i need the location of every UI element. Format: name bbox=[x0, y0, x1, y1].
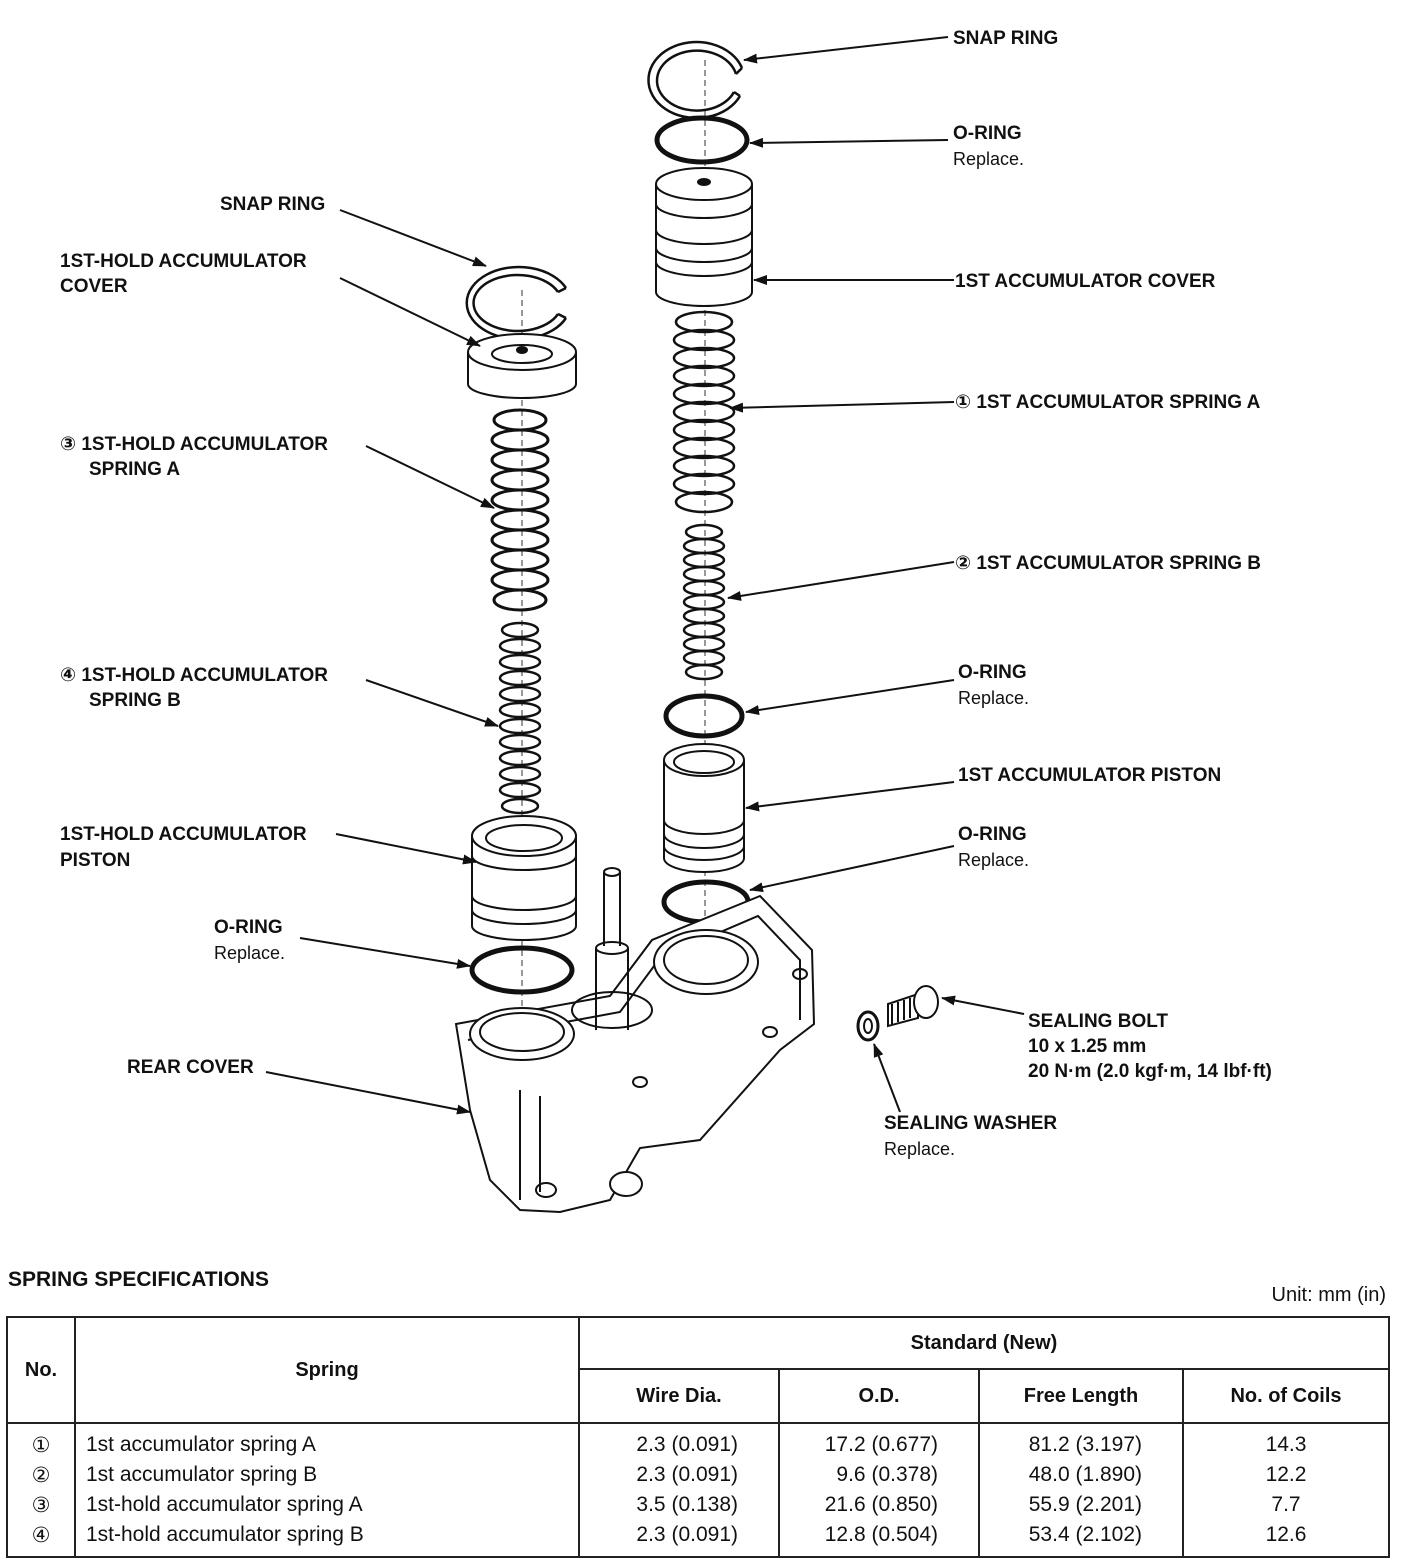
label-snap-ring-right: SNAP RING bbox=[953, 28, 1058, 49]
hold-accumulator-piston bbox=[471, 815, 577, 941]
row-wire: 3.5 (0.138) bbox=[578, 1490, 780, 1520]
row-spring: 1st-hold accumulator spring B bbox=[74, 1520, 580, 1558]
label-sealing-bolt-torque: 20 N·m (2.0 kgf·m, 14 lbf·ft) bbox=[1028, 1061, 1272, 1082]
row-free-length: 48.0 (1.890) bbox=[978, 1460, 1184, 1490]
o-ring-mid bbox=[663, 693, 745, 739]
label-hold-spring-b-line2: SPRING B bbox=[89, 690, 181, 711]
row-od: 21.6 (0.850) bbox=[778, 1490, 980, 1520]
first-spring-b bbox=[682, 523, 726, 681]
row-wire: 2.3 (0.091) bbox=[578, 1460, 780, 1490]
header-spring: Spring bbox=[74, 1316, 580, 1424]
label-first-spring-a: ① 1ST ACCUMULATOR SPRING A bbox=[955, 392, 1261, 413]
label-o-ring-low-note: Replace. bbox=[958, 850, 1029, 870]
spring-spec-unit: Unit: mm (in) bbox=[1271, 1284, 1386, 1306]
row-spring: 1st accumulator spring A bbox=[74, 1423, 580, 1460]
label-snap-ring-left: SNAP RING bbox=[220, 194, 325, 215]
header-coils: No. of Coils bbox=[1182, 1368, 1390, 1424]
sealing-bolt bbox=[887, 985, 939, 1028]
row-coils: 12.2 bbox=[1182, 1460, 1390, 1490]
hold-spring-a bbox=[490, 408, 550, 612]
row-wire: 2.3 (0.091) bbox=[578, 1520, 780, 1558]
o-ring-left bbox=[469, 945, 575, 995]
table-row: ① 1st accumulator spring A 2.3 (0.091) 1… bbox=[6, 1423, 1390, 1460]
label-first-spring-b: ② 1ST ACCUMULATOR SPRING B bbox=[955, 553, 1261, 574]
label-o-ring-top: O-RING bbox=[953, 123, 1022, 144]
label-hold-spring-b-line1: ④ 1ST-HOLD ACCUMULATOR bbox=[60, 665, 328, 686]
label-hold-cover-line2: COVER bbox=[60, 276, 128, 297]
row-spring: 1st accumulator spring B bbox=[74, 1460, 580, 1490]
label-first-piston: 1ST ACCUMULATOR PISTON bbox=[958, 765, 1221, 786]
label-sealing-washer: SEALING WASHER bbox=[884, 1113, 1057, 1134]
row-coils: 12.6 bbox=[1182, 1520, 1390, 1558]
table-row: ④ 1st-hold accumulator spring B 2.3 (0.0… bbox=[6, 1520, 1390, 1558]
label-hold-cover-line1: 1ST-HOLD ACCUMULATOR bbox=[60, 251, 307, 272]
row-wire: 2.3 (0.091) bbox=[578, 1423, 780, 1460]
spring-spec-title: SPRING SPECIFICATIONS bbox=[8, 1268, 269, 1291]
label-hold-piston-line2: PISTON bbox=[60, 850, 130, 871]
row-od: 17.2 (0.677) bbox=[778, 1423, 980, 1460]
label-hold-spring-a-line1: ③ 1ST-HOLD ACCUMULATOR bbox=[60, 434, 328, 455]
label-o-ring-top-note: Replace. bbox=[953, 149, 1024, 169]
leader-lines bbox=[265, 36, 1025, 1115]
label-o-ring-left: O-RING bbox=[214, 917, 283, 938]
label-first-cover: 1ST ACCUMULATOR COVER bbox=[955, 271, 1216, 292]
label-o-ring-left-note: Replace. bbox=[214, 943, 285, 963]
hold-accumulator-cover bbox=[467, 333, 577, 399]
label-o-ring-mid: O-RING bbox=[958, 662, 1027, 683]
table-row: ② 1st accumulator spring B 2.3 (0.091) 9… bbox=[6, 1460, 1390, 1490]
label-rear-cover: REAR COVER bbox=[127, 1057, 254, 1078]
row-no: ① bbox=[6, 1423, 76, 1460]
row-coils: 7.7 bbox=[1182, 1490, 1390, 1520]
row-od: 12.8 (0.504) bbox=[778, 1520, 980, 1558]
header-no: No. bbox=[6, 1316, 76, 1424]
label-o-ring-mid-note: Replace. bbox=[958, 688, 1029, 708]
header-free-length: Free Length bbox=[978, 1368, 1184, 1424]
label-hold-piston-line1: 1ST-HOLD ACCUMULATOR bbox=[60, 824, 307, 845]
row-free-length: 55.9 (2.201) bbox=[978, 1490, 1184, 1520]
header-standard: Standard (New) bbox=[578, 1316, 1390, 1370]
snap-ring-right bbox=[647, 40, 744, 120]
table-row: ③ 1st-hold accumulator spring A 3.5 (0.1… bbox=[6, 1490, 1390, 1520]
label-sealing-bolt: SEALING BOLT bbox=[1028, 1011, 1168, 1032]
hold-spring-b bbox=[498, 621, 542, 815]
first-accumulator-cover bbox=[655, 167, 753, 307]
row-od: 9.6 (0.378) bbox=[778, 1460, 980, 1490]
sealing-washer bbox=[856, 1010, 880, 1042]
first-accumulator-piston bbox=[663, 743, 745, 873]
row-spring: 1st-hold accumulator spring A bbox=[74, 1490, 580, 1520]
row-no: ④ bbox=[6, 1520, 76, 1558]
row-free-length: 53.4 (2.102) bbox=[978, 1520, 1184, 1558]
row-no: ③ bbox=[6, 1490, 76, 1520]
spring-spec-table: No. Spring Standard (New) Wire Dia. O.D.… bbox=[6, 1316, 1390, 1558]
row-no: ② bbox=[6, 1460, 76, 1490]
row-free-length: 81.2 (3.197) bbox=[978, 1423, 1184, 1460]
label-sealing-washer-note: Replace. bbox=[884, 1139, 955, 1159]
header-od: O.D. bbox=[778, 1368, 980, 1424]
o-ring-top bbox=[654, 115, 750, 165]
label-o-ring-low: O-RING bbox=[958, 824, 1027, 845]
exploded-diagram: SNAP RING O-RING Replace. 1ST ACCUMULATO… bbox=[60, 28, 1272, 1214]
rear-cover bbox=[454, 867, 816, 1214]
first-spring-a bbox=[672, 310, 736, 514]
header-wire-dia: Wire Dia. bbox=[578, 1368, 780, 1424]
row-coils: 14.3 bbox=[1182, 1423, 1390, 1460]
label-sealing-bolt-size: 10 x 1.25 mm bbox=[1028, 1036, 1146, 1057]
label-hold-spring-a-line2: SPRING A bbox=[89, 459, 180, 480]
snap-ring-left bbox=[465, 265, 568, 341]
